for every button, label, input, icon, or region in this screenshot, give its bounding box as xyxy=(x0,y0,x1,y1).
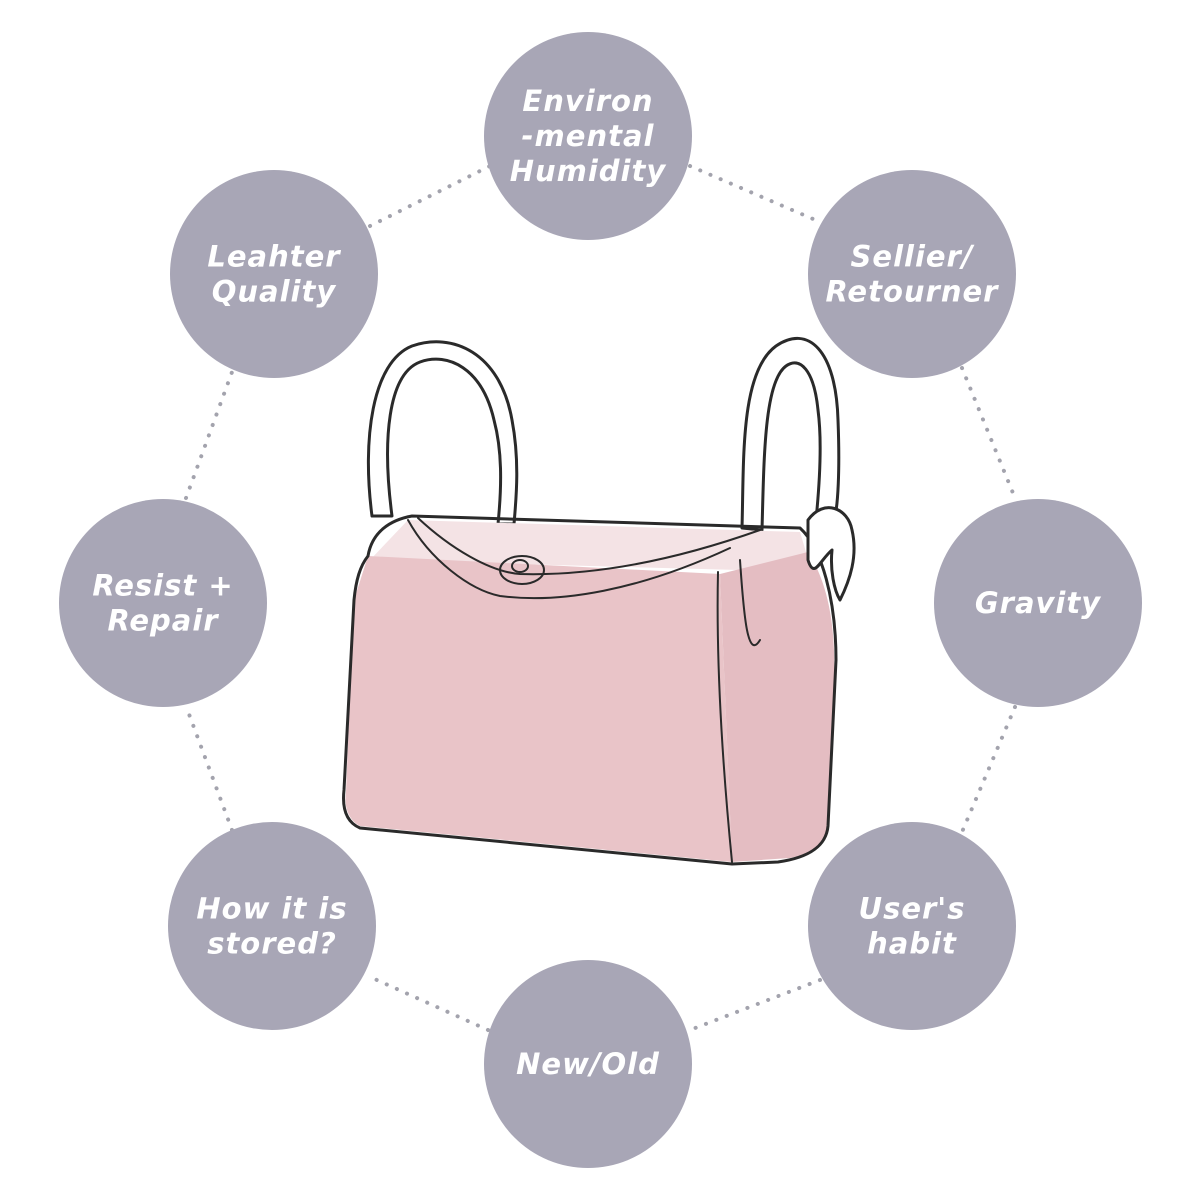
factor-circle xyxy=(168,822,376,1030)
left-handle xyxy=(366,340,519,526)
factor-label: Leahter xyxy=(207,240,341,274)
side-seam xyxy=(716,571,733,863)
factor-label: How it is xyxy=(196,892,347,926)
factor-label: Repair xyxy=(107,604,219,638)
factor-circle xyxy=(808,170,1016,378)
connector-stored-repair xyxy=(184,704,234,832)
factor-label: stored? xyxy=(207,927,337,961)
connector-habit-newold xyxy=(688,978,822,1032)
connector-newold-stored xyxy=(366,974,490,1032)
factor-circle xyxy=(170,170,378,378)
connector-leather-humidity xyxy=(368,164,492,228)
factor-label: Humidity xyxy=(510,154,667,188)
connector-gravity-habit xyxy=(960,705,1017,834)
factor-label: Resist + xyxy=(92,569,233,603)
turnlock-inner xyxy=(511,559,529,573)
bag-top xyxy=(370,520,812,572)
factor-label: Quality xyxy=(212,275,337,309)
bag-front xyxy=(345,556,732,862)
turnlock xyxy=(499,555,545,585)
factor-new-old: New/Old xyxy=(484,960,692,1168)
factor-circles: Environ-mentalHumiditySellier/RetournerG… xyxy=(59,32,1142,1168)
connectors xyxy=(184,164,1017,1032)
factor-circle xyxy=(934,499,1142,707)
factor-label: Environ xyxy=(522,84,653,118)
factor-circle xyxy=(808,822,1016,1030)
factor-label: User's xyxy=(859,892,966,926)
connector-sellier-gravity xyxy=(960,366,1017,500)
factor-circle xyxy=(59,499,267,707)
side-tie xyxy=(806,506,856,602)
factor-resist-repair: Resist +Repair xyxy=(59,499,267,707)
pink-handbag-icon xyxy=(342,336,856,866)
bag-side xyxy=(720,552,835,862)
factor-circle xyxy=(484,960,692,1168)
front-strap-2 xyxy=(417,517,761,576)
factor-gravity: Gravity xyxy=(934,499,1142,707)
front-strap xyxy=(407,519,731,600)
side-seam-2 xyxy=(739,559,761,647)
factor-circle xyxy=(484,32,692,240)
factor-label: Gravity xyxy=(975,586,1101,620)
factor-label: Retourner xyxy=(826,275,1000,309)
factor-label: Sellier/ xyxy=(851,240,975,274)
connector-humidity-sellier xyxy=(688,164,822,224)
factor-label: New/Old xyxy=(516,1047,660,1081)
connector-repair-leather xyxy=(184,370,234,500)
factor-sellier-retourner: Sellier/Retourner xyxy=(808,170,1016,378)
bag-body-outline xyxy=(342,514,838,866)
factor-label: -mental xyxy=(522,119,655,153)
right-handle xyxy=(740,336,841,532)
factor-label: habit xyxy=(867,927,957,961)
